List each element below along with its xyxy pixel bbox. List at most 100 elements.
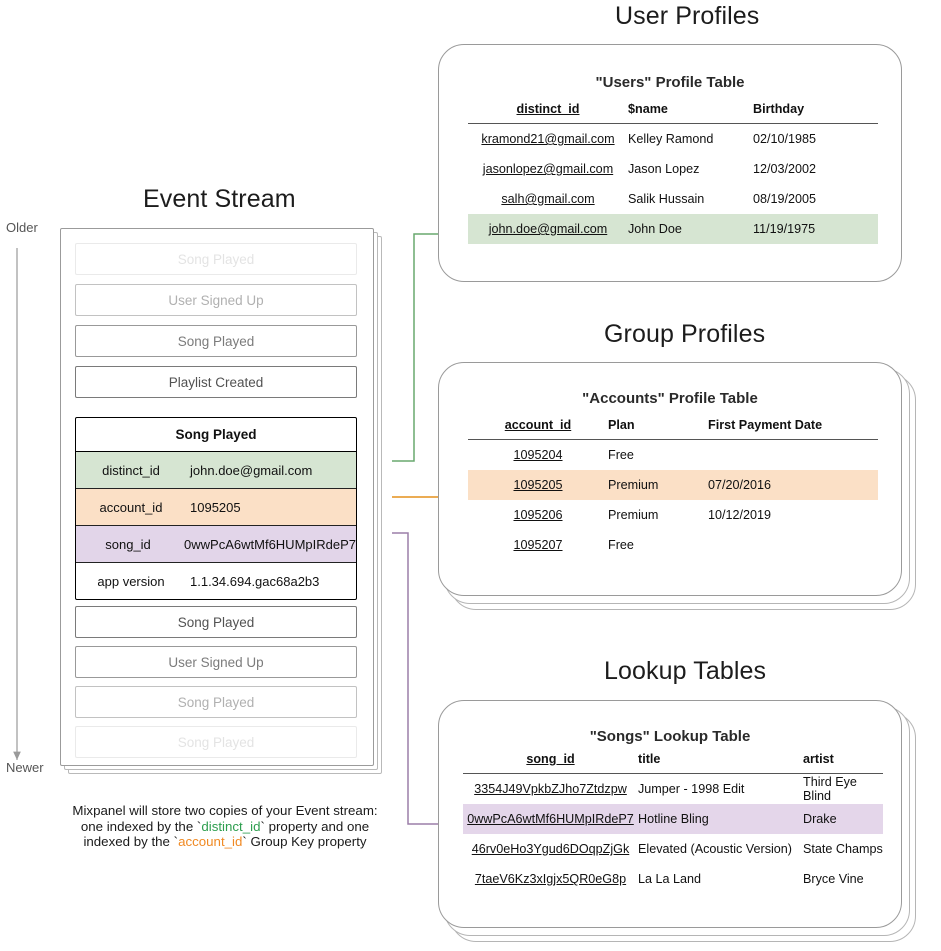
property-key: account_id: [99, 499, 163, 515]
property-key: app version: [97, 573, 165, 589]
cell-first-payment-date: 07/20/2016: [708, 470, 878, 500]
cell-account-id: 1095207: [513, 538, 563, 552]
column-header-account-id: account_id: [468, 418, 608, 440]
property-value: 0wwPcA6wtMf6HUMpIRdeP7: [184, 536, 356, 552]
cell-distinct-id: salh@gmail.com: [501, 192, 595, 206]
cell-distinct-id: kramond21@gmail.com: [481, 132, 615, 146]
users-card-stack: "Users" Profile Table distinct_id $name …: [438, 44, 908, 284]
accounts-table-title: "Accounts" Profile Table: [582, 390, 758, 407]
column-header-artist: artist: [803, 752, 883, 774]
caption-token-distinct-id: distinct_id: [201, 818, 261, 834]
caption-line-3-pre: indexed by the `: [83, 834, 179, 850]
cell-artist: Third Eye Blind: [803, 775, 857, 803]
cell-song-id: 0wwPcA6wtMf6HUMpIRdeP7: [463, 804, 638, 834]
property-value: 1.1.34.694.gac68a2b3: [190, 573, 320, 589]
column-header-plan: Plan: [608, 418, 708, 440]
cell-title: Jumper - 1998 Edit: [638, 782, 745, 796]
cell-plan: Free: [608, 538, 634, 552]
table-row[interactable]: jasonlopez@gmail.com Jason Lopez 12/03/2…: [468, 154, 878, 184]
event-property-app-version: app version 1.1.34.694.gac68a2b3: [76, 563, 356, 599]
event-item[interactable]: Song Played: [75, 686, 357, 718]
table-row[interactable]: 3354J49VpkbZJho7Ztdzpw Jumper - 1998 Edi…: [463, 774, 883, 805]
property-value: 1095205: [190, 499, 241, 515]
event-property-account-id: account_id 1095205: [76, 489, 356, 526]
caption-line-2-post: ` property and one: [260, 818, 370, 834]
songs-card-stack: "Songs" Lookup Table song_id title artis…: [438, 700, 918, 950]
table-row[interactable]: 1095204 Free: [468, 440, 878, 471]
cell-plan: Premium: [608, 508, 659, 522]
cell-name: Kelley Ramond: [628, 132, 714, 146]
caption-line-1: Mixpanel will store two copies of your E…: [72, 803, 378, 818]
user-profiles-title: User Profiles: [615, 2, 760, 30]
property-key: distinct_id: [102, 462, 160, 478]
table-header-row: song_id title artist: [463, 752, 883, 774]
table-row[interactable]: 7taeV6Kz3xIgjx5QR0eG8p La La Land Bryce …: [463, 864, 883, 894]
cell-song-id: 3354J49VpkbZJho7Ztdzpw: [474, 782, 627, 796]
cell-account-id: 1095204: [513, 448, 563, 462]
expanded-event-card[interactable]: Song Played distinct_id john.doe@gmail.c…: [75, 417, 357, 600]
event-item[interactable]: Song Played: [75, 606, 357, 638]
property-value: john.doe@gmail.com: [190, 462, 313, 478]
table-row-highlighted[interactable]: 0wwPcA6wtMf6HUMpIRdeP7 Hotline Bling Dra…: [463, 804, 883, 834]
event-stream-stack: Song Played User Signed Up Song Played P…: [60, 228, 390, 778]
table-header-row: distinct_id $name Birthday: [468, 102, 878, 124]
event-item[interactable]: User Signed Up: [75, 284, 357, 316]
caption-text: Mixpanel will store two copies of your E…: [35, 803, 415, 850]
accounts-table: account_id Plan First Payment Date 10952…: [468, 418, 878, 560]
group-profiles-title: Group Profiles: [604, 320, 766, 348]
event-property-song-id: song_id 0wwPcA6wtMf6HUMpIRdeP7: [76, 526, 356, 563]
table-row[interactable]: 1095206 Premium 10/12/2019: [468, 500, 878, 530]
cell-first-payment-date: [708, 440, 878, 471]
cell-artist: State Champs: [803, 842, 883, 856]
table-row[interactable]: kramond21@gmail.com Kelley Ramond 02/10/…: [468, 124, 878, 155]
cell-artist: Bryce Vine: [803, 872, 864, 886]
table-row-highlighted[interactable]: john.doe@gmail.com John Doe 11/19/1975: [468, 214, 878, 244]
column-header-title: title: [638, 752, 803, 774]
expanded-event-name: Song Played: [76, 418, 356, 452]
axis-label-newer: Newer: [6, 760, 44, 775]
axis-label-older: Older: [6, 220, 38, 235]
table-row[interactable]: salh@gmail.com Salik Hussain 08/19/2005: [468, 184, 878, 214]
cell-birthday: 02/10/1985: [753, 132, 817, 146]
table-row-highlighted[interactable]: 1095205 Premium 07/20/2016: [468, 470, 878, 500]
event-item[interactable]: Song Played: [75, 325, 357, 357]
cell-name: John Doe: [628, 214, 753, 244]
cell-birthday: 12/03/2002: [753, 162, 817, 176]
event-stream-title: Event Stream: [143, 185, 296, 213]
table-header-row: account_id Plan First Payment Date: [468, 418, 878, 440]
accounts-card-stack: "Accounts" Profile Table account_id Plan…: [438, 362, 918, 612]
cell-birthday: 11/19/1975: [753, 214, 878, 244]
column-header-song-id: song_id: [463, 752, 638, 774]
column-header-distinct-id: distinct_id: [468, 102, 628, 124]
songs-table: song_id title artist 3354J49VpkbZJho7Ztd…: [463, 752, 883, 894]
cell-birthday: 08/19/2005: [753, 192, 817, 206]
caption-token-account-id: account_id: [178, 834, 243, 850]
table-row[interactable]: 1095207 Free: [468, 530, 878, 560]
cell-name: Jason Lopez: [628, 162, 700, 176]
event-item[interactable]: User Signed Up: [75, 646, 357, 678]
table-row[interactable]: 46rv0eHo3Ygud6DOqpZjGk Elevated (Acousti…: [463, 834, 883, 864]
users-table: distinct_id $name Birthday kramond21@gma…: [468, 102, 878, 244]
cell-plan: Free: [608, 448, 634, 462]
cell-distinct-id: john.doe@gmail.com: [468, 214, 628, 244]
cell-first-payment-date: 10/12/2019: [708, 508, 772, 522]
caption-line-3-post: ` Group Key property: [242, 834, 367, 850]
lookup-tables-title: Lookup Tables: [604, 657, 767, 685]
cell-plan: Premium: [608, 470, 708, 500]
cell-account-id: 1095205: [468, 470, 608, 500]
cell-title: Hotline Bling: [638, 804, 803, 834]
users-table-title: "Users" Profile Table: [595, 74, 745, 91]
column-header-name: $name: [628, 102, 753, 124]
event-item[interactable]: Song Played: [75, 243, 357, 275]
cell-song-id: 46rv0eHo3Ygud6DOqpZjGk: [471, 842, 630, 856]
cell-song-id: 7taeV6Kz3xIgjx5QR0eG8p: [474, 872, 627, 886]
cell-title: Elevated (Acoustic Version): [638, 842, 792, 856]
cell-title: La La Land: [638, 872, 702, 886]
column-header-first-payment-date: First Payment Date: [708, 418, 878, 440]
column-header-birthday: Birthday: [753, 102, 878, 124]
event-item[interactable]: Playlist Created: [75, 366, 357, 398]
event-property-distinct-id: distinct_id john.doe@gmail.com: [76, 452, 356, 489]
event-item[interactable]: Song Played: [75, 726, 357, 758]
event-stream-container: Song Played User Signed Up Song Played P…: [60, 228, 374, 766]
